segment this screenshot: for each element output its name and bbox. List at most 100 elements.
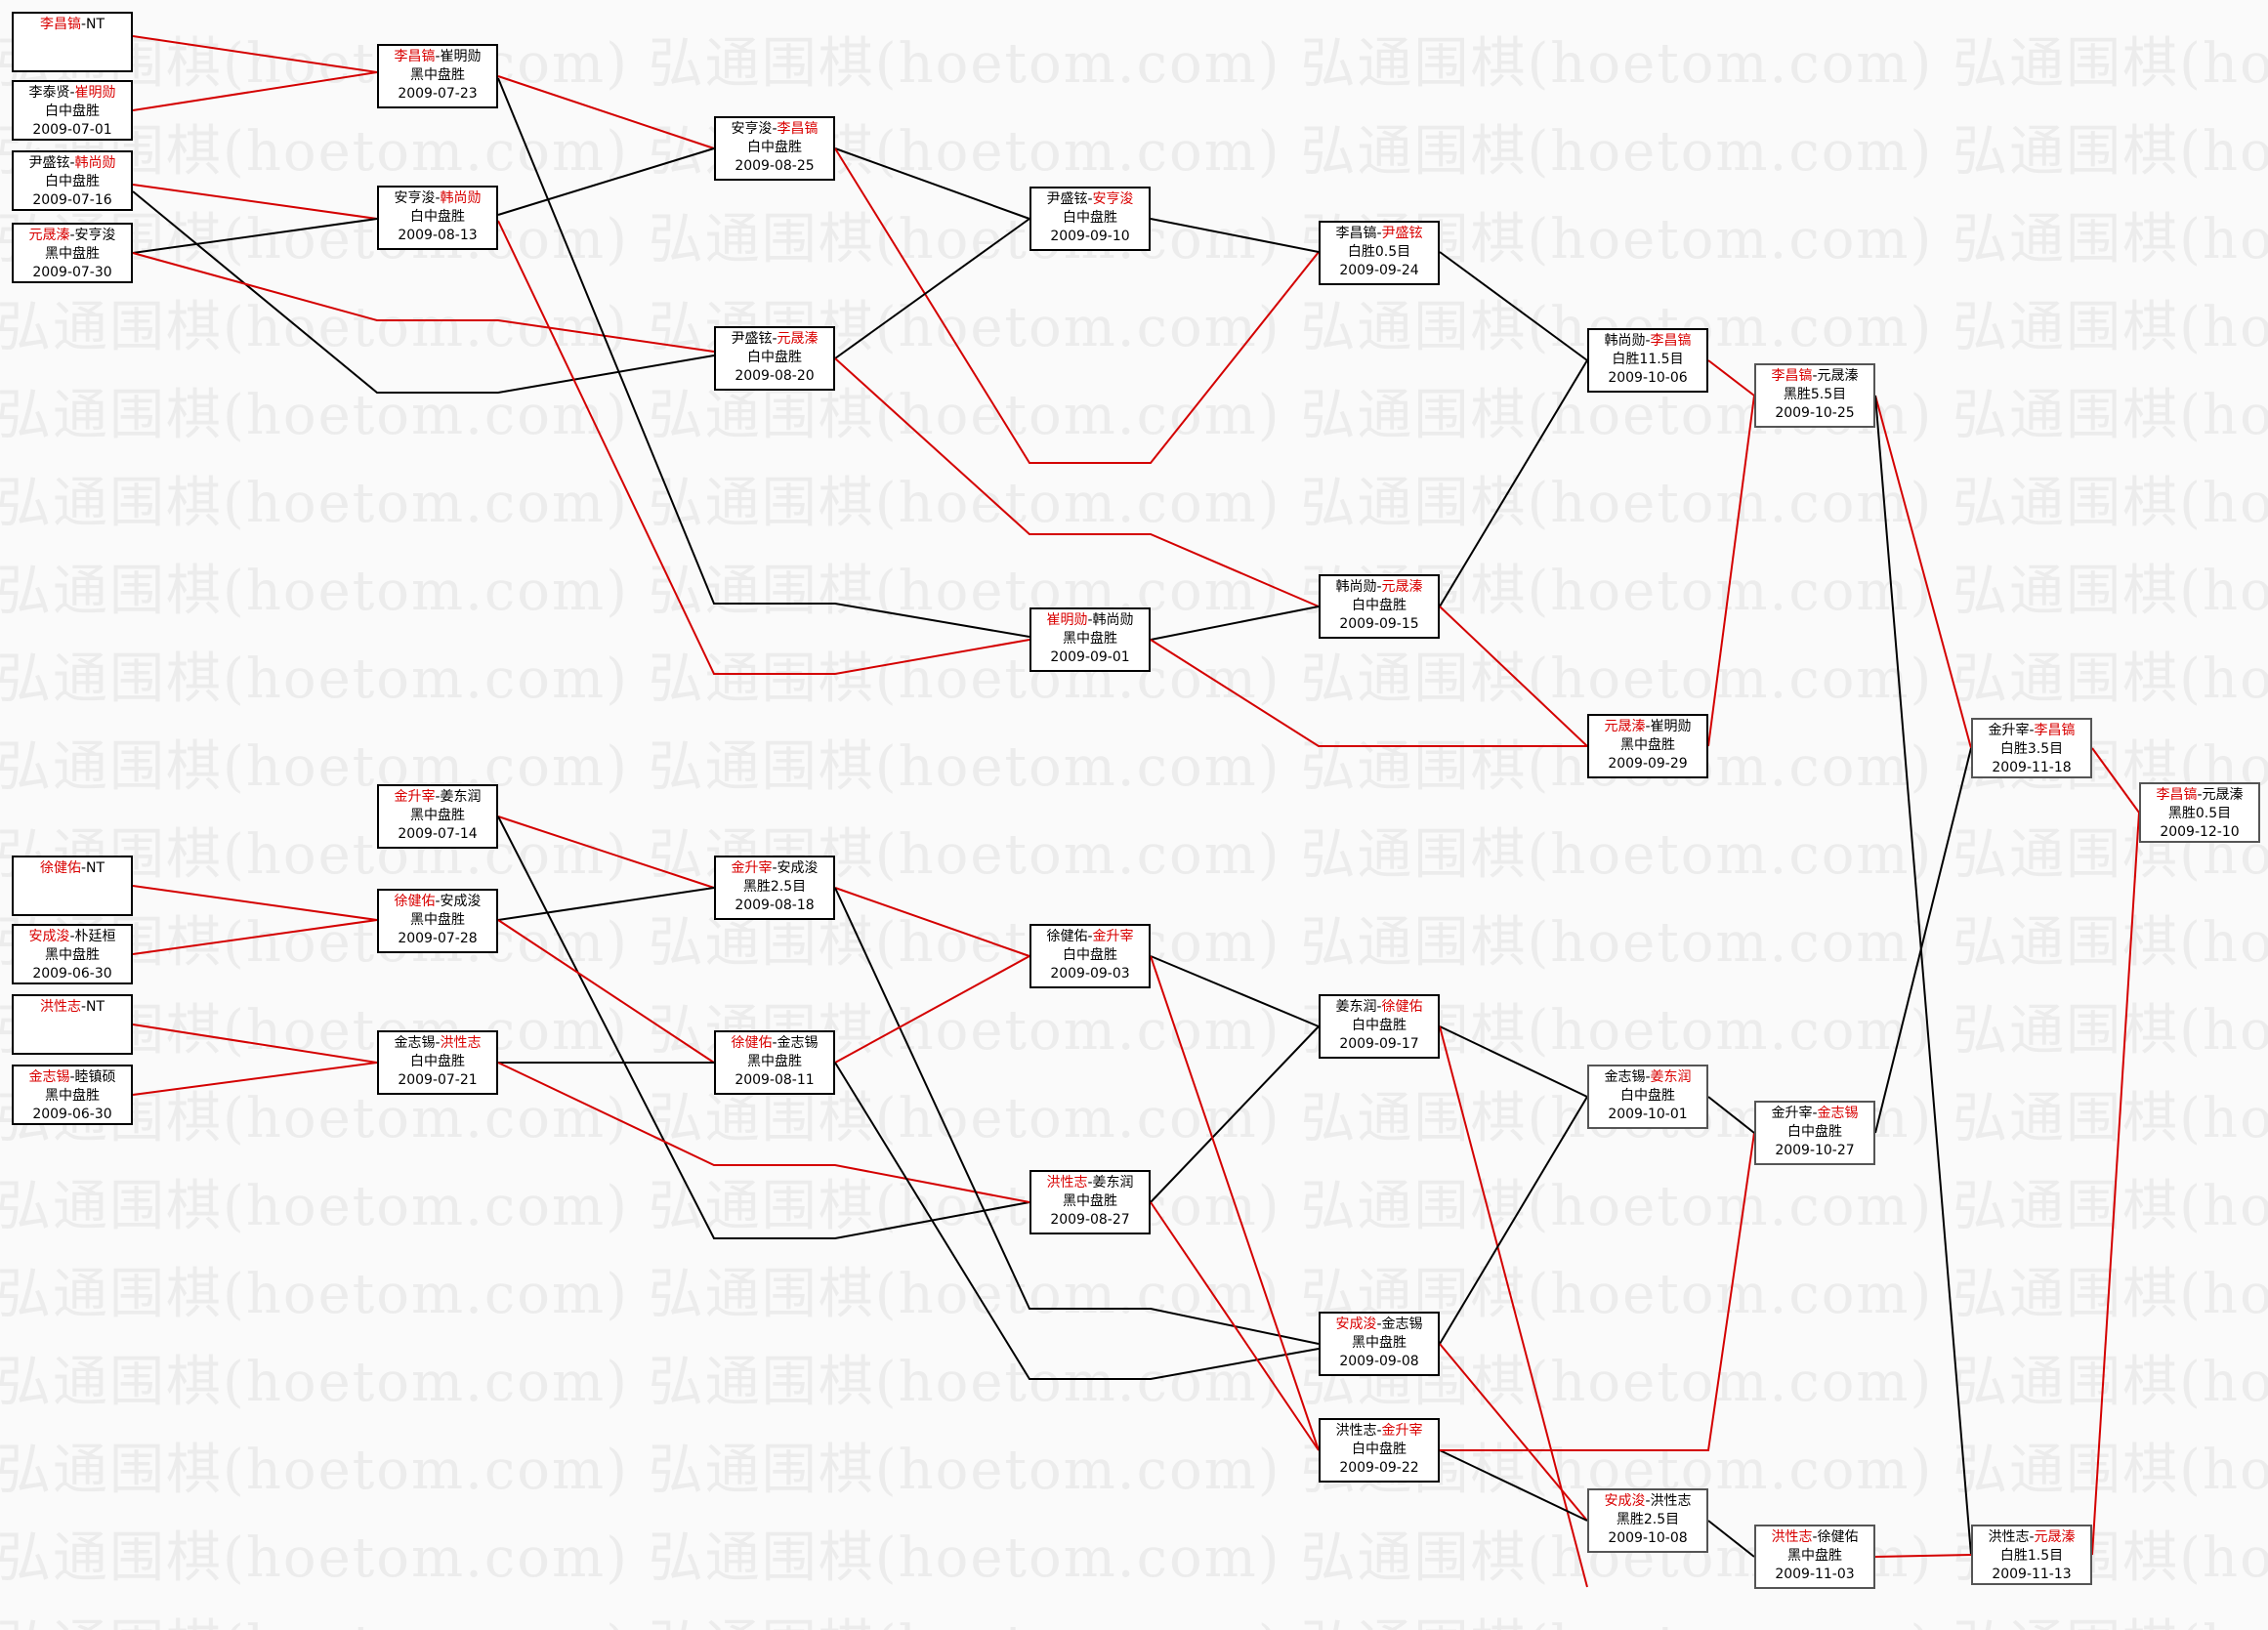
matchup: 安亨浚-李昌镐 <box>731 121 819 137</box>
matchup: 金志锡-睦镇硕 <box>28 1069 116 1085</box>
player-2: 韩尚勋 <box>1092 612 1134 628</box>
player-2: 安亨浚 <box>74 228 116 243</box>
player-1: 徐健佑 <box>394 894 436 909</box>
game-date: 2009-09-29 <box>1608 756 1688 772</box>
game-date: 2009-09-01 <box>1050 649 1130 665</box>
game-box-r1_1: 李昌镐-NT <box>12 12 133 72</box>
connector-r2_1-r3_1 <box>497 75 715 149</box>
player-2: 韩尚勋 <box>74 155 116 171</box>
matchup: 洪性志-元晟溱 <box>1988 1529 2076 1545</box>
connector-b5_1-b6_1 <box>1439 1025 1588 1098</box>
matchup: 洪性志-NT <box>39 999 105 1015</box>
player-1: 安成浚 <box>28 929 70 944</box>
matchup: 徐健佑-金志锡 <box>731 1035 819 1051</box>
connector-b5_1-b6_2 <box>1439 1025 1588 1588</box>
player-1: 洪性志 <box>1335 1423 1377 1439</box>
player-2: 金志锡 <box>1817 1106 1859 1121</box>
game-date: 2009-09-03 <box>1050 966 1130 982</box>
player-1: 洪性志 <box>1771 1529 1813 1545</box>
player-1: 韩尚勋 <box>1335 579 1377 595</box>
game-date: 2009-08-25 <box>735 158 815 174</box>
game-result: 黑中盘胜 <box>1063 1193 1117 1209</box>
game-date: 2009-11-03 <box>1775 1567 1855 1582</box>
player-2: 崔明勋 <box>74 85 116 101</box>
game-result: 黑中盘胜 <box>410 67 465 83</box>
game-result: 黑胜0.5目 <box>2167 806 2232 821</box>
player-1: 姜东润 <box>1335 999 1377 1015</box>
game-date: 2009-09-22 <box>1339 1460 1419 1476</box>
connector-b7_2-s2 <box>1874 1554 1972 1558</box>
connector-b2_2-b3_2 <box>497 919 715 1064</box>
connector-b4_1-b5_3 <box>1150 955 1320 1451</box>
matchup: 安成浚-金志锡 <box>1335 1317 1423 1332</box>
game-date: 2009-09-24 <box>1339 263 1419 278</box>
connector-b3_2-b5_3 <box>834 1062 1320 1380</box>
connector-r2_2-r3_3 <box>497 220 1030 675</box>
player-1: 李昌镐 <box>394 49 436 64</box>
player-1: 洪性志 <box>1046 1175 1088 1191</box>
game-result: 白中盘胜 <box>410 1054 465 1069</box>
player-1: 洪性志 <box>39 999 81 1015</box>
connector-r3_1-r4_1 <box>834 147 1030 220</box>
player-2: NT <box>86 999 105 1015</box>
matchup: 李泰贤-崔明勋 <box>28 85 116 101</box>
player-2: 李昌镐 <box>2034 723 2076 738</box>
player-1: 韩尚勋 <box>1604 333 1646 349</box>
game-date: 2009-08-18 <box>735 898 815 913</box>
connector-b3_1-b4_1 <box>834 887 1030 957</box>
player-2: 安成浚 <box>440 894 482 909</box>
matchup: 金志锡-姜东润 <box>1604 1069 1692 1085</box>
connector-r3_3-r5_2 <box>1150 606 1320 641</box>
game-date: 2009-07-23 <box>398 86 478 102</box>
matchup: 安亨浚-韩尚勋 <box>394 190 482 206</box>
connector-b1_3-b2_3 <box>132 1024 378 1064</box>
game-result: 黑中盘胜 <box>747 1054 802 1069</box>
game-date: 2009-08-11 <box>735 1072 815 1088</box>
player-1: 李昌镐 <box>1335 226 1377 241</box>
game-result: 白胜11.5目 <box>1612 352 1684 367</box>
matchup: 金升宰-金志锡 <box>1771 1106 1859 1121</box>
player-2: 元晟溱 <box>1817 368 1859 384</box>
player-2: 崔明勋 <box>1650 719 1692 734</box>
connector-b1_2-b2_2 <box>132 919 378 955</box>
connector-r1_4-r3_2 <box>132 252 715 353</box>
matchup: 安成浚-洪性志 <box>1604 1493 1692 1509</box>
game-box-b3_2: 徐健佑-金志锡黑中盘胜 2009-08-11 <box>714 1030 835 1095</box>
player-2: 姜东润 <box>1092 1175 1134 1191</box>
connector-b3_3-b5_3 <box>1150 1201 1320 1451</box>
player-1: 金志锡 <box>28 1069 70 1085</box>
player-2: NT <box>86 17 105 32</box>
matchup: 安成浚-朴廷桓 <box>28 929 116 944</box>
player-2: 姜东润 <box>1650 1069 1692 1085</box>
connector-b3_3-b5_1 <box>1150 1025 1320 1203</box>
player-2: 安成浚 <box>777 860 819 876</box>
player-1: 徐健佑 <box>731 1035 773 1051</box>
connector-r6_2-r7_1 <box>1707 395 1755 747</box>
connector-b5_3-b7_1 <box>1440 1132 1755 1451</box>
game-date: 2009-07-14 <box>398 826 478 842</box>
game-date: 2009-06-30 <box>32 966 112 982</box>
player-2: 洪性志 <box>440 1035 482 1051</box>
game-result: 黑中盘胜 <box>45 246 100 262</box>
player-1: 李昌镐 <box>1771 368 1813 384</box>
player-2: 徐健佑 <box>1817 1529 1859 1545</box>
player-1: 安成浚 <box>1335 1317 1377 1332</box>
game-result: 白中盘胜 <box>1352 598 1407 613</box>
connector-r1_4-r2_2 <box>132 218 378 254</box>
matchup: 李昌镐-元晟溱 <box>2156 787 2244 803</box>
game-result: 白中盘胜 <box>1787 1124 1842 1140</box>
player-2: 安亨浚 <box>1092 191 1134 207</box>
game-date: 2009-06-30 <box>32 1107 112 1122</box>
matchup: 洪性志-金升宰 <box>1335 1423 1423 1439</box>
